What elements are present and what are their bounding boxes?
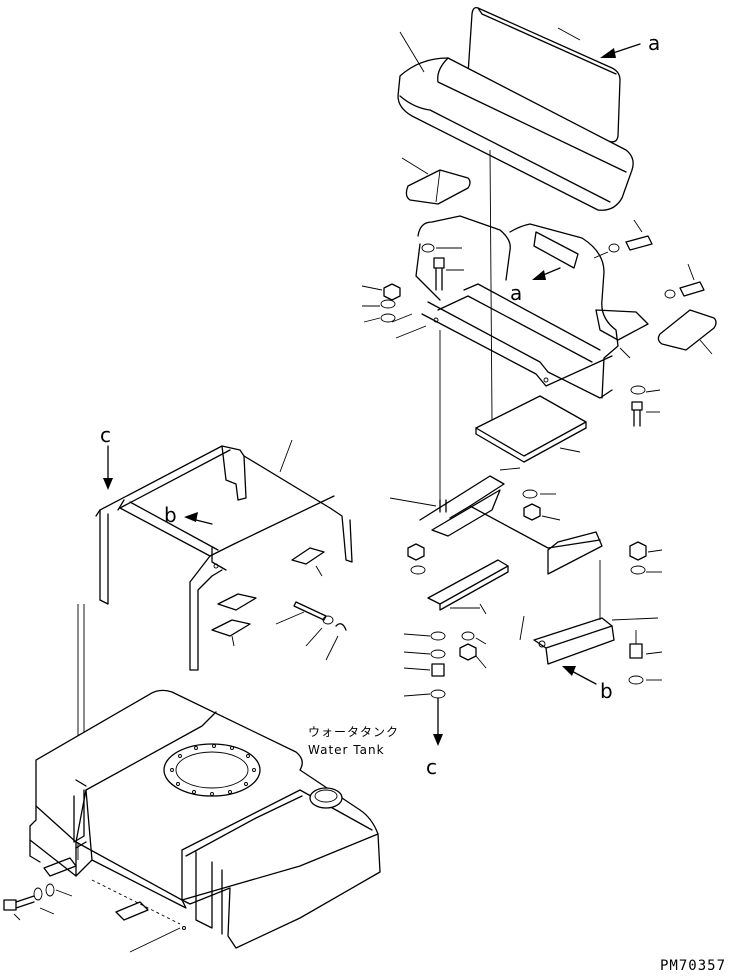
water-tank — [29, 689, 381, 949]
mounts-left — [403, 631, 487, 699]
slide-rail-right — [519, 615, 659, 665]
tank-fasteners — [3, 883, 186, 953]
seat-frame — [415, 215, 649, 399]
mount-plate — [475, 395, 587, 463]
slide-rail-upper — [389, 467, 603, 575]
leader-frame — [279, 439, 293, 473]
arrow-c-bottom: c — [426, 697, 443, 779]
seat-cushion — [397, 6, 634, 211]
arrow-a-mid: a — [510, 267, 561, 305]
label-a-top: a — [648, 31, 660, 55]
water-tank-label-jp: ウォータタンク — [308, 725, 399, 739]
arrow-a-top: a — [600, 31, 660, 58]
slide-rail-left — [407, 543, 509, 615]
hatch-bolts — [170, 744, 256, 796]
guide-line-1 — [489, 149, 493, 421]
leader-backrest — [557, 27, 581, 41]
leader-seat — [399, 31, 425, 73]
mounts-right — [628, 630, 663, 685]
arrow-b-left: b — [164, 503, 213, 527]
water-tank-label-en: Water Tank — [308, 743, 385, 757]
arrow-b-right: b — [562, 666, 613, 703]
arrow-c-top: c — [100, 423, 113, 490]
guard-frame — [95, 445, 353, 671]
seat-pad — [405, 169, 471, 205]
pin-washer — [275, 601, 347, 661]
frame-hardware — [361, 219, 717, 427]
label-c-top: c — [100, 423, 111, 447]
decals — [211, 547, 325, 647]
label-b-right: b — [600, 679, 613, 703]
hardware-right-cluster — [522, 489, 663, 575]
label-c-bottom: c — [426, 755, 437, 779]
label-a-mid: a — [510, 281, 522, 305]
drawing-code: PM70357 — [660, 958, 726, 974]
leader-pad — [401, 157, 429, 175]
label-b-left: b — [164, 503, 177, 527]
